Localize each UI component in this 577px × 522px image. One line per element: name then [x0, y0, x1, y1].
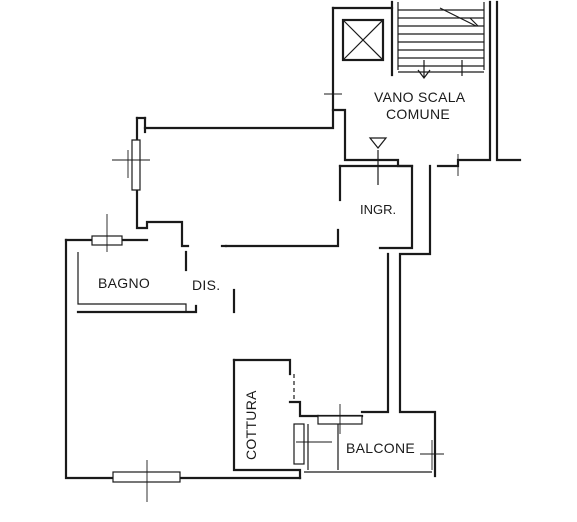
bedroom-window: [112, 471, 181, 483]
entrance-arrow: [368, 137, 388, 149]
label-bathroom: BAGNO: [98, 275, 150, 291]
kitchen-door: [293, 423, 305, 465]
stair-arrow-left: [417, 60, 431, 79]
label-balcony: BALCONE: [346, 440, 415, 456]
label-stairwell-line1: VANO SCALA: [374, 89, 466, 105]
label-stairwell-line2: COMUNE: [386, 106, 450, 122]
stairwell: [324, 0, 522, 185]
stair-treads: [397, 2, 485, 73]
label-entrance: INGR.: [360, 202, 396, 217]
apartment-walls: [64, 108, 444, 502]
label-kitchen: COTTURA: [243, 390, 259, 460]
label-hall: DIS.: [192, 277, 220, 293]
lift-shaft-box: [341, 18, 385, 62]
